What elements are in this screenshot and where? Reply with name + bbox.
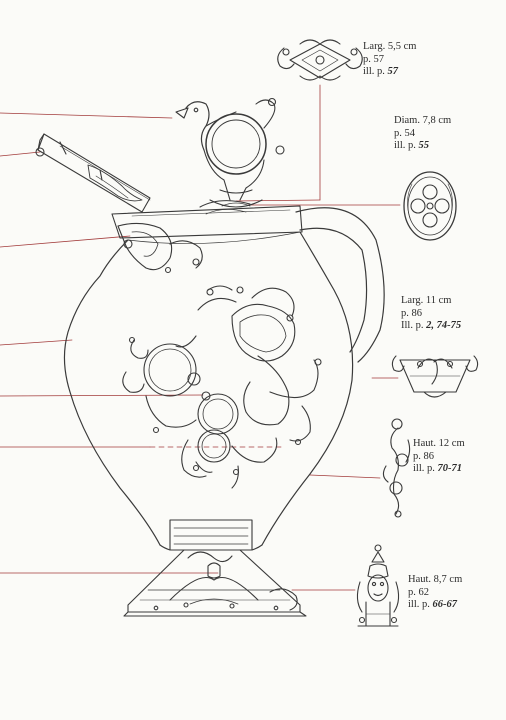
flagon-body xyxy=(35,97,385,617)
caption-brooch: Larg. 5,5 cm p. 57 ill. p. 57 xyxy=(363,41,416,79)
caption-disc: Diam. 7,8 cm p. 54 ill. p. 55 xyxy=(394,115,451,153)
caption-s-mount: Haut. 12 cm p. 86 ill. p. 70-71 xyxy=(413,438,465,476)
left-leader-lines xyxy=(0,112,286,574)
bird-finial xyxy=(175,97,285,208)
s-mount-illustration xyxy=(382,418,411,518)
right-leader-lines xyxy=(235,84,401,591)
caption-birds-plaque-page: p. 86 xyxy=(401,307,422,319)
caption-face-mount: Haut. 8,7 cm p. 62 ill. p. 66-67 xyxy=(408,574,462,612)
caption-brooch-size: Larg. 5,5 cm xyxy=(363,41,417,52)
caption-birds-plaque-ill: Ill. p. 2, 74-75 xyxy=(401,320,462,331)
caption-disc-page: p. 54 xyxy=(394,127,415,139)
caption-brooch-page: p. 57 xyxy=(363,53,384,65)
caption-disc-size: Diam. 7,8 cm xyxy=(394,115,452,126)
caption-s-mount-size: Haut. 12 cm xyxy=(413,438,465,449)
brooch-illustration xyxy=(277,39,363,81)
caption-birds-plaque: Larg. 11 cm p. 86 Ill. p. 2, 74-75 xyxy=(401,295,461,333)
birds-plaque-illustration xyxy=(391,355,479,398)
caption-s-mount-ill: ill. p. 70-71 xyxy=(413,463,463,474)
openwork-body xyxy=(122,285,322,489)
caption-face-mount-size: Haut. 8,7 cm xyxy=(408,574,463,585)
disc-illustration xyxy=(403,171,457,241)
caption-s-mount-page: p. 86 xyxy=(413,450,434,462)
caption-face-mount-ill: ill. p. 66-67 xyxy=(408,599,458,610)
caption-birds-plaque-size: Larg. 11 cm xyxy=(401,295,452,306)
caption-face-mount-page: p. 62 xyxy=(408,586,429,598)
caption-brooch-ill: ill. p. 57 xyxy=(363,66,399,77)
caption-disc-ill: ill. p. 55 xyxy=(394,140,430,151)
face-mount-illustration xyxy=(356,544,400,627)
